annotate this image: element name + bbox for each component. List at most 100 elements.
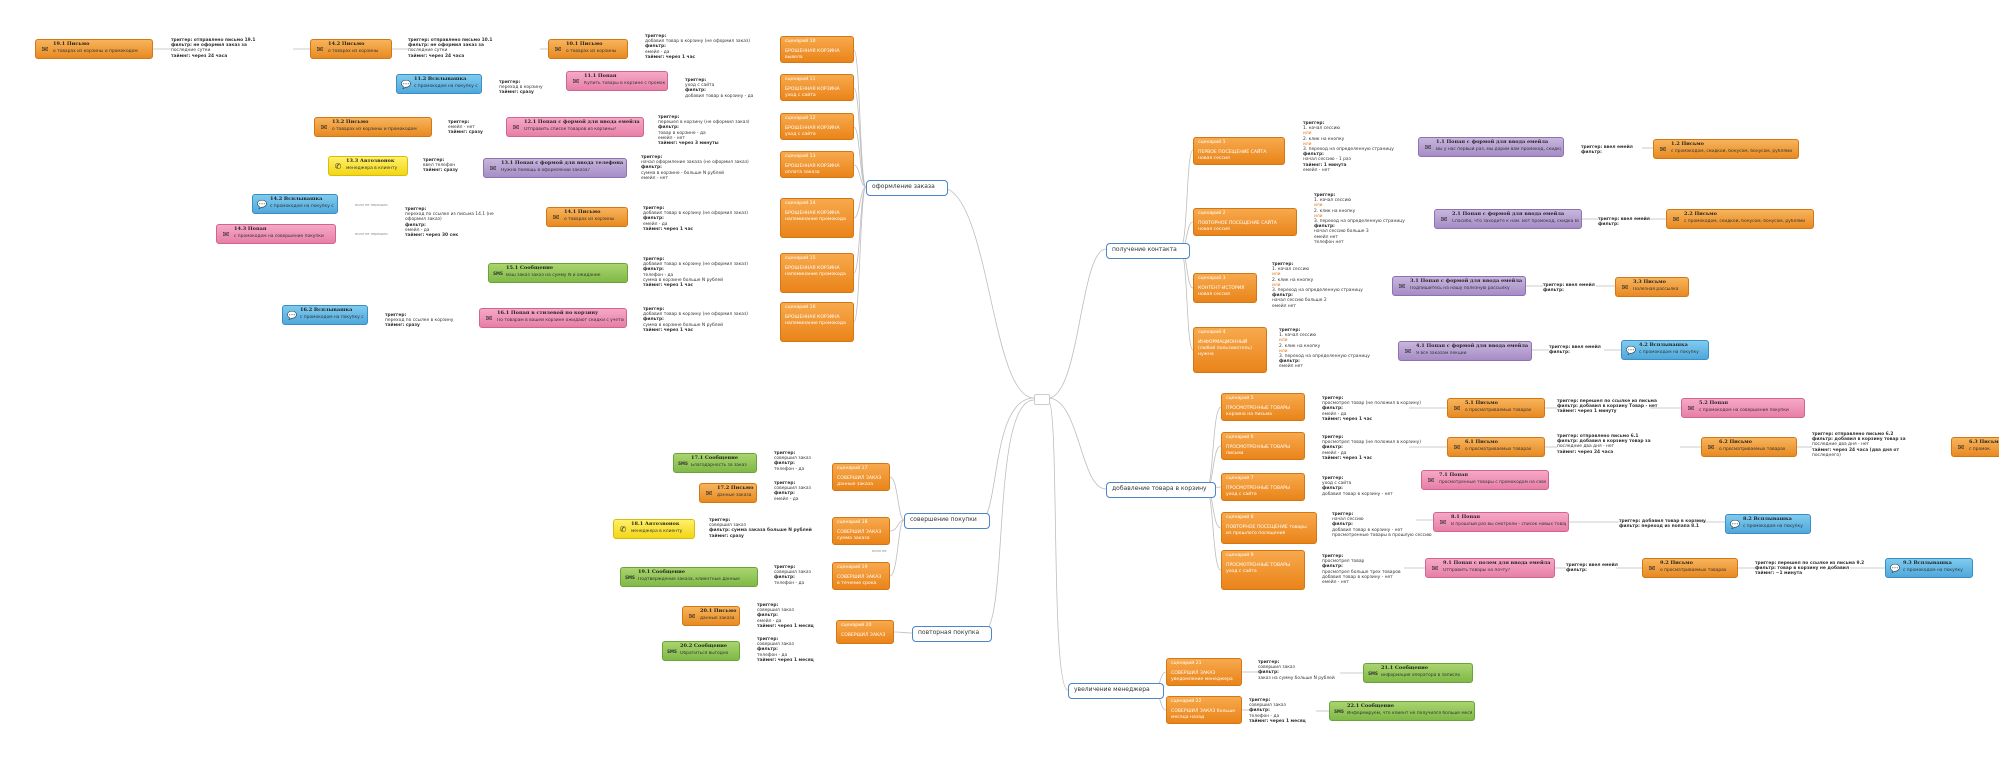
- message-subtitle: с промокодом на покупку: [1743, 524, 1803, 529]
- branch-b5[interactable]: совершение покупки: [904, 513, 990, 529]
- condition-line: емейл нет: [1272, 303, 1296, 309]
- message-subtitle: о товарах из корзины: [564, 217, 615, 222]
- condition-line: фильтр:: [405, 222, 426, 228]
- condition-line: 3. переход на определенную страницу: [1272, 288, 1363, 294]
- condition-line: или: [1314, 213, 1323, 219]
- message-title: 16.2 Всплывашка: [300, 307, 353, 313]
- scenario-number: сценарий 4: [1198, 330, 1226, 335]
- envelope-icon: ✉: [1439, 518, 1447, 527]
- condition-line: триггер: отправлено письмо 10.1: [408, 38, 493, 43]
- message-subtitle: Благодарность за заказ: [691, 463, 747, 468]
- message-subtitle: данные заказа: [717, 493, 752, 498]
- condition-line: фильтр:: [1314, 224, 1335, 230]
- condition-line: 3. переход на определенную страницу: [1314, 219, 1405, 225]
- central-node[interactable]: [1034, 394, 1050, 405]
- branch-b1[interactable]: получение контакта: [1106, 243, 1190, 259]
- condition-line: фильтр:: [774, 575, 795, 581]
- message-subtitle: Отправить список товаров из корзины?: [524, 127, 617, 132]
- message-title: 19.1 Письмо: [53, 41, 90, 47]
- scenario-number: сценарий 11: [785, 77, 816, 82]
- branch-b3[interactable]: увеличение менеджера: [1068, 683, 1164, 699]
- branch-b6[interactable]: повторная покупка: [912, 626, 992, 642]
- condition-line: триггер:: [1314, 193, 1336, 198]
- message-title: 6.1 Письмо: [1465, 439, 1498, 445]
- condition-line: фильтр:: [658, 125, 679, 131]
- branch-b4[interactable]: оформление заказа: [866, 180, 948, 196]
- condition-line: или: [1303, 131, 1312, 137]
- condition-line: триггер:: [774, 451, 796, 456]
- scenario-number: сценарий 1: [1198, 140, 1226, 145]
- condition-line: емейл - нет: [1322, 580, 1349, 586]
- condition-line: 3. переход на определенную страницу: [1303, 147, 1394, 153]
- condition-line: триггер: перешел по ссылке из письма 9.2: [1755, 561, 1865, 566]
- branch-b2[interactable]: добавление товара в корзину: [1106, 482, 1216, 498]
